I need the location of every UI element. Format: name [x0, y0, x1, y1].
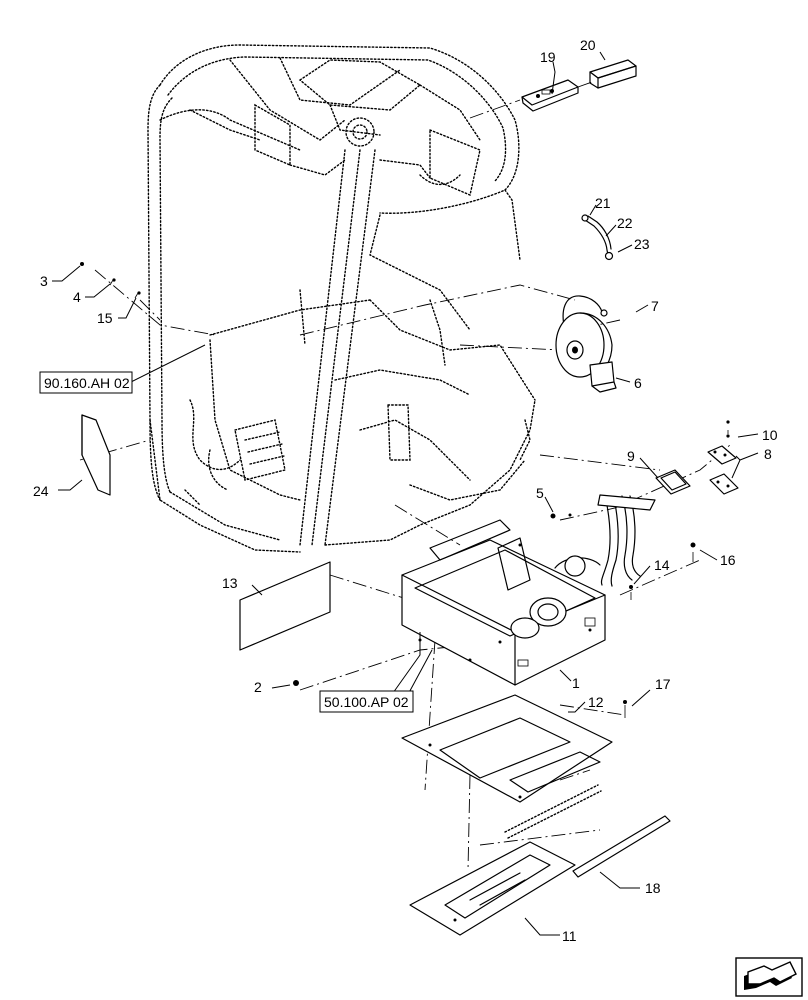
callout-13: 13: [222, 575, 238, 591]
part-18-seal-strip: [572, 815, 671, 878]
callout-9: 9: [627, 448, 635, 464]
part-8-clamps: [707, 445, 739, 495]
callout-labels: 1 2 3 4 5 6 7 8 9 10 11 12 13 14 15 16 1…: [33, 37, 778, 944]
callout-3: 3: [40, 273, 48, 289]
callout-21: 21: [595, 195, 611, 211]
cab-frame-phantom: [147, 44, 536, 553]
callout-7: 7: [651, 298, 659, 314]
part-1-hvac-housing: [401, 519, 606, 686]
callout-20: 20: [580, 37, 596, 53]
callout-4: 4: [73, 289, 81, 305]
reference-label-lower[interactable]: 50.100.AP 02: [324, 694, 409, 710]
part-hose-bundle: [597, 494, 656, 587]
part-11-floor-mat: [409, 841, 576, 936]
callout-14: 14: [654, 557, 670, 573]
part-20-lamp-lens: [577, 59, 637, 89]
callout-22: 22: [617, 215, 633, 231]
direction-arrow-icon[interactable]: [735, 957, 803, 997]
callout-10: 10: [762, 427, 778, 443]
part-22-hose: [581, 214, 614, 261]
leader-lines: [52, 51, 759, 936]
part-seal-strip-dotted: [504, 784, 602, 839]
reference-label-upper[interactable]: 90.160.AH 02: [44, 375, 130, 391]
callout-23: 23: [634, 236, 650, 252]
callout-6: 6: [634, 375, 642, 391]
part-9-vent-louver: [655, 469, 691, 495]
part-10-screw: [726, 420, 730, 438]
part-19-switch-panel: [469, 79, 579, 119]
fasteners: [80, 262, 696, 718]
part-13-insulation-pad: [239, 561, 331, 651]
reference-box-lower[interactable]: 50.100.AP 02: [319, 690, 414, 713]
part-12-cover-plate: [401, 694, 613, 803]
part-24-bracket: [81, 414, 111, 496]
callout-18: 18: [645, 880, 661, 896]
part-6-blower-motor: [555, 312, 617, 393]
callout-2: 2: [254, 679, 262, 695]
callout-17: 17: [655, 676, 671, 692]
callout-12: 12: [588, 694, 604, 710]
callout-11: 11: [562, 928, 577, 944]
alignment-centerlines: [79, 269, 731, 871]
callout-19: 19: [540, 49, 556, 65]
callout-16: 16: [720, 552, 736, 568]
callout-15: 15: [97, 310, 113, 326]
reference-box-upper[interactable]: 90.160.AH 02: [39, 371, 133, 394]
callout-5: 5: [536, 485, 544, 501]
callout-24: 24: [33, 483, 49, 499]
callout-8: 8: [764, 446, 772, 462]
callout-1: 1: [572, 675, 580, 691]
part-7-wire-harness: [562, 295, 608, 331]
